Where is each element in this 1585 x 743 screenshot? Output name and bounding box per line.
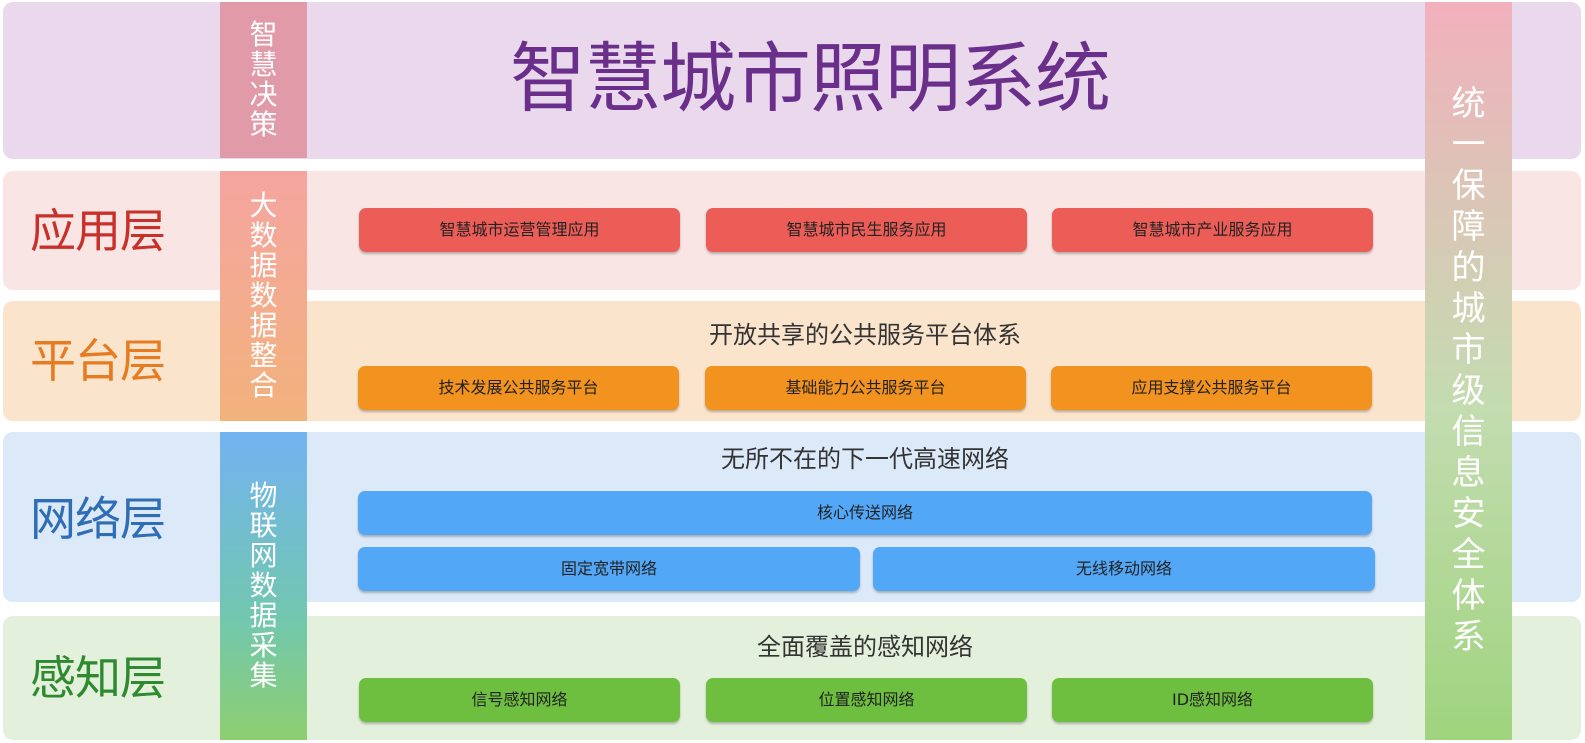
- bar-char: 联: [249, 509, 278, 542]
- bar-char: 息: [1451, 453, 1486, 493]
- bar-char: 合: [249, 369, 278, 402]
- security-system-bar: 统 一 保 障 的 城 市 级 信 息 安 全 体 系: [1425, 2, 1512, 740]
- application-layer-label: 应用层: [30, 204, 166, 258]
- bar-char: 采: [249, 629, 278, 662]
- diagram-title: 智慧城市照明系统: [510, 34, 1111, 123]
- sensing-box-signal: 信号感知网络: [359, 678, 680, 722]
- bar-char: 数: [249, 279, 278, 312]
- bar-char: 据: [249, 309, 278, 342]
- app-box-livelihood: 智慧城市民生服务应用: [706, 208, 1027, 252]
- bar-char: 统: [1451, 84, 1486, 124]
- big-data-integration-bar: 大 数 据 数 据 整 合: [220, 171, 307, 421]
- bar-char: 网: [249, 539, 278, 572]
- network-subtitle: 无所不在的下一代高速网络: [721, 445, 1009, 473]
- bar-char: 整: [249, 339, 278, 372]
- bar-char: 据: [249, 249, 278, 282]
- bar-char: 策: [249, 108, 278, 141]
- network-layer-label: 网络层: [30, 492, 166, 546]
- bar-char: 大: [249, 189, 278, 222]
- bar-char: 的: [1451, 248, 1486, 288]
- network-box-core: 核心传送网络: [358, 491, 1372, 535]
- sensing-box-position: 位置感知网络: [706, 678, 1027, 722]
- bar-char: 一: [1451, 125, 1486, 165]
- bar-char: 数: [249, 219, 278, 252]
- platform-box-support: 应用支撑公共服务平台: [1051, 366, 1372, 410]
- bar-char: 城: [1451, 289, 1486, 329]
- bar-char: 集: [249, 659, 278, 692]
- bar-char: 数: [249, 569, 278, 602]
- platform-box-basic: 基础能力公共服务平台: [705, 366, 1026, 410]
- bar-char: 系: [1451, 617, 1486, 657]
- bar-char: 慧: [249, 48, 278, 81]
- bar-char: 信: [1451, 412, 1486, 452]
- app-box-industry: 智慧城市产业服务应用: [1052, 208, 1373, 252]
- sensing-subtitle: 全面覆盖的感知网络: [757, 633, 973, 661]
- platform-subtitle: 开放共享的公共服务平台体系: [709, 321, 1021, 349]
- bar-char: 全: [1451, 535, 1486, 575]
- bar-char: 物: [249, 479, 278, 512]
- bar-char: 决: [249, 78, 278, 111]
- sensing-box-id: ID感知网络: [1052, 678, 1373, 722]
- bar-char: 障: [1451, 207, 1486, 247]
- bar-char: 安: [1451, 494, 1486, 534]
- iot-data-collection-bar: 物 联 网 数 据 采 集: [220, 432, 307, 740]
- smart-decision-bar: 智 慧 决 策: [220, 2, 307, 158]
- bar-char: 市: [1451, 330, 1486, 370]
- app-box-operations: 智慧城市运营管理应用: [359, 208, 680, 252]
- sensing-layer-label: 感知层: [30, 651, 166, 705]
- bar-char: 据: [249, 599, 278, 632]
- platform-layer-label: 平台层: [30, 334, 166, 388]
- bar-char: 级: [1451, 371, 1486, 411]
- bar-char: 智: [249, 18, 278, 51]
- network-box-fixed: 固定宽带网络: [358, 547, 860, 591]
- network-box-wireless: 无线移动网络: [873, 547, 1375, 591]
- bar-char: 保: [1451, 166, 1486, 206]
- platform-box-tech: 技术发展公共服务平台: [358, 366, 679, 410]
- bar-char: 体: [1451, 576, 1486, 616]
